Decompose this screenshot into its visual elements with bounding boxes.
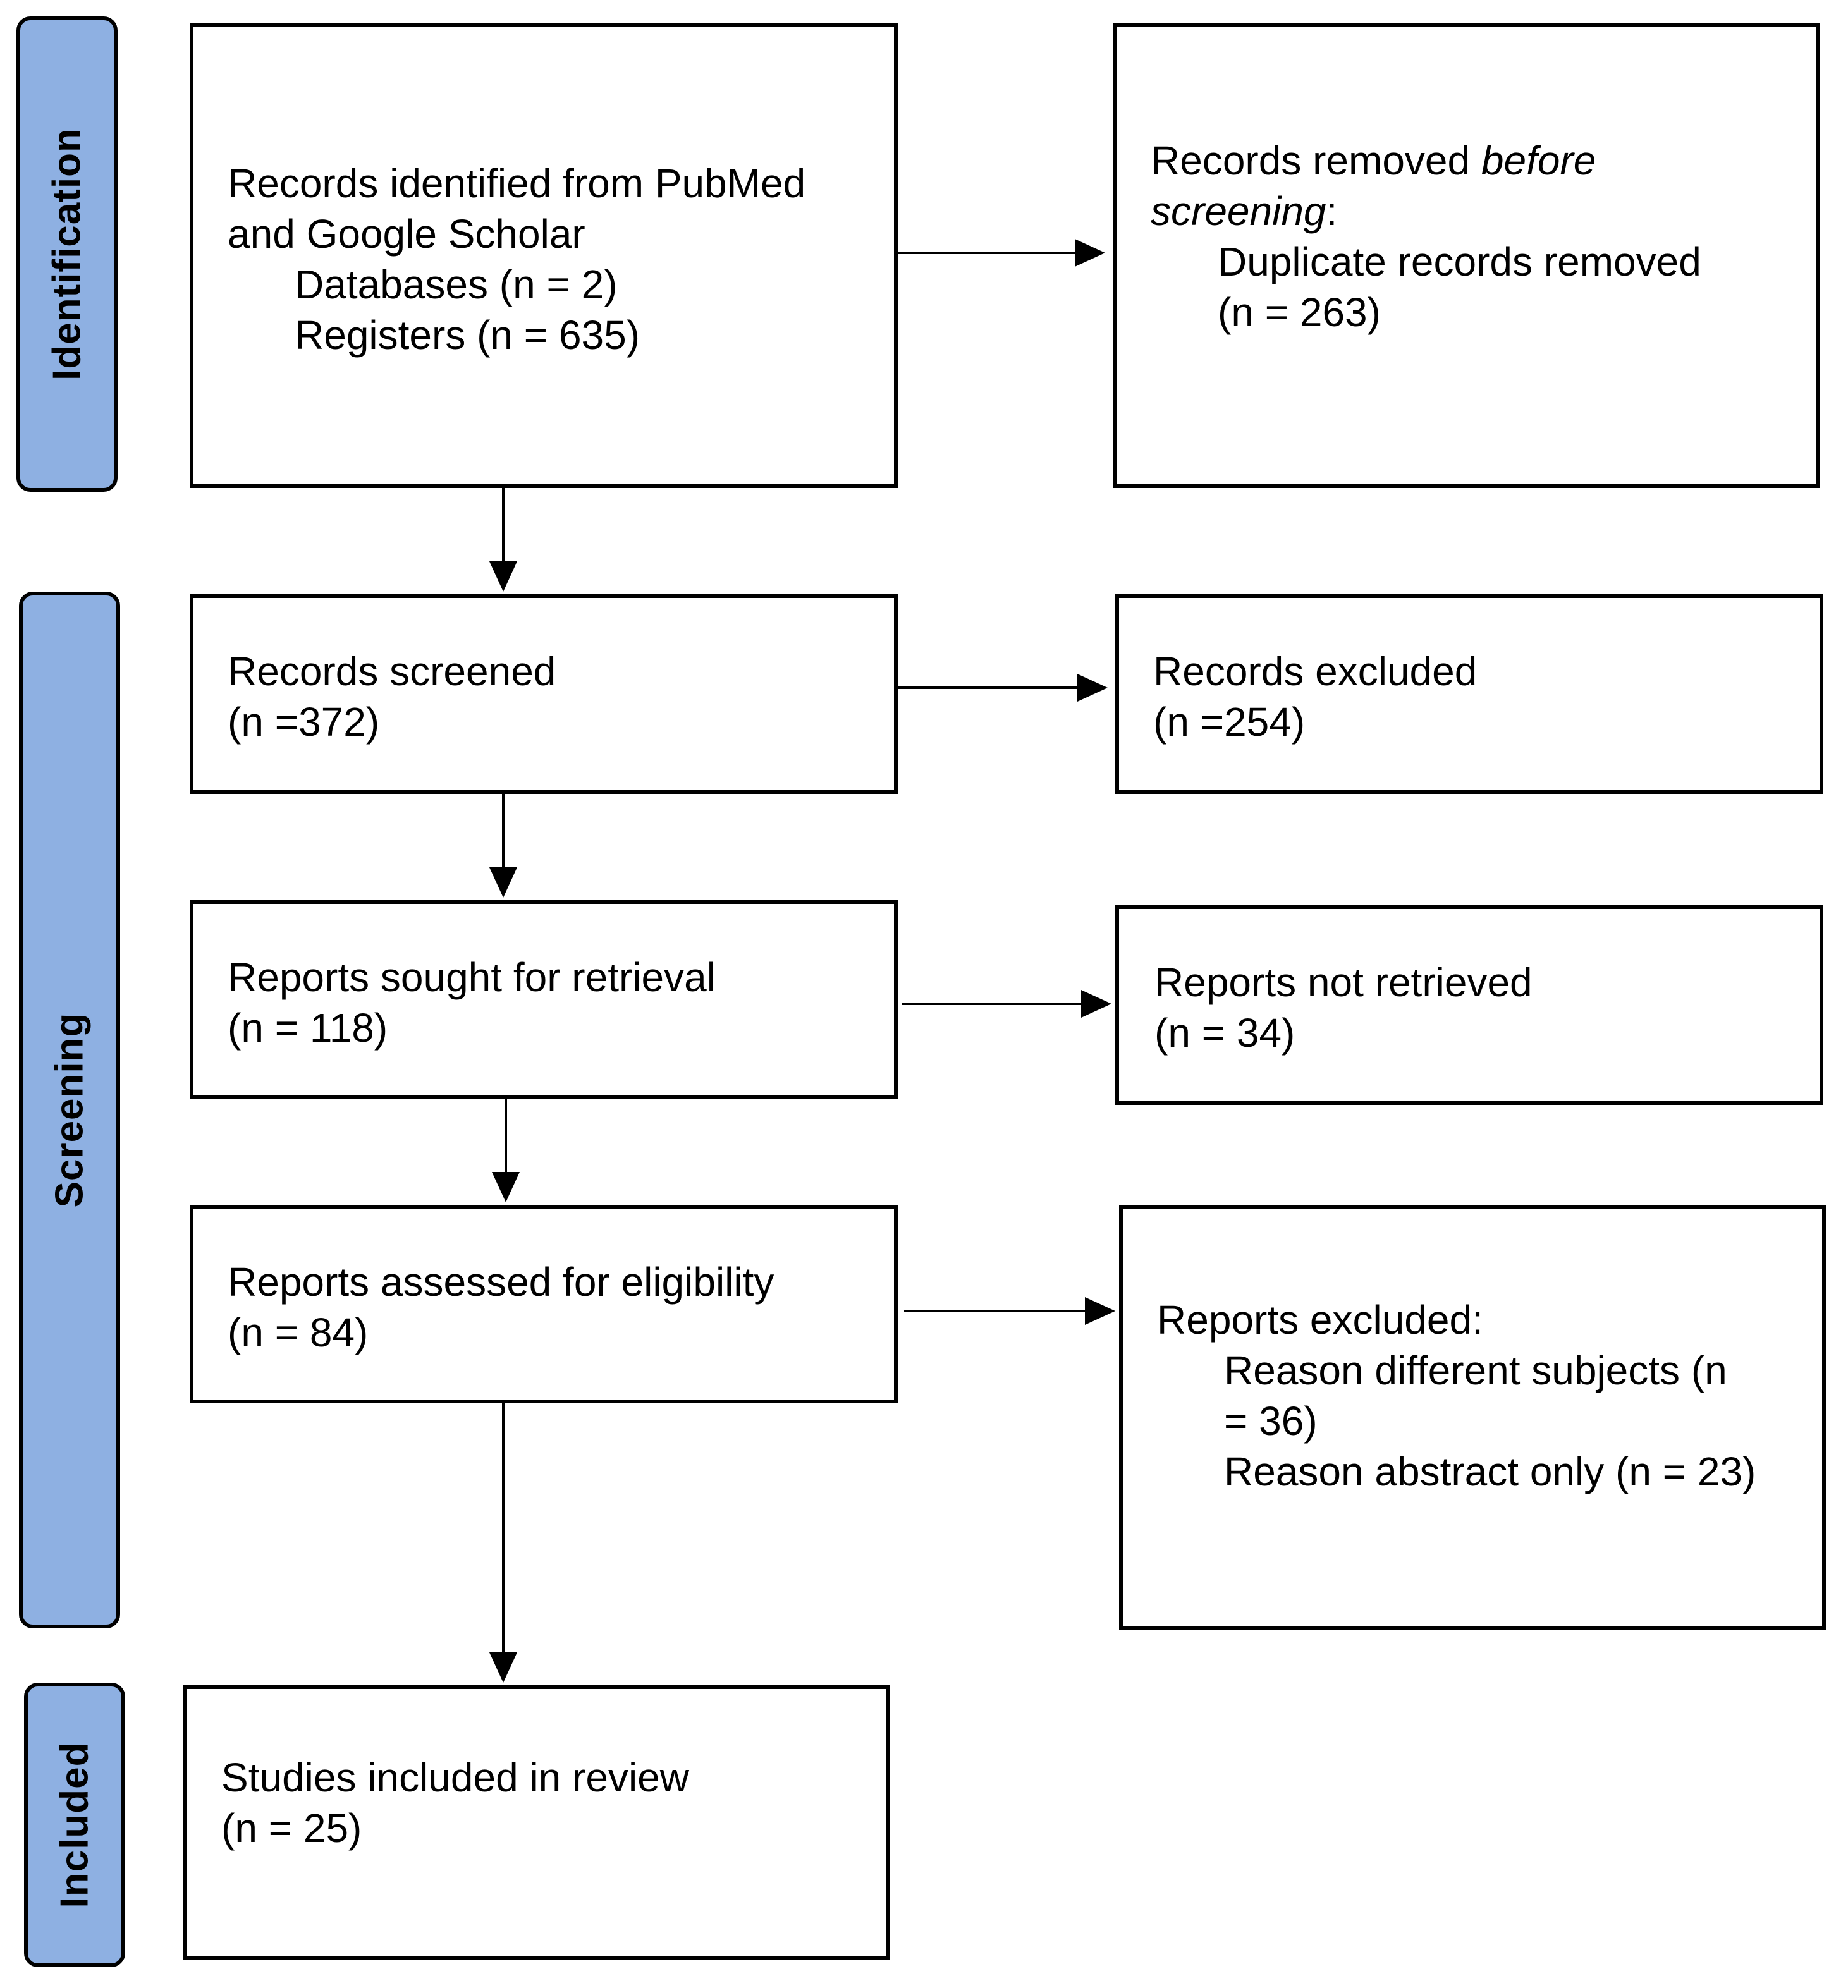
arrowhead-screened bbox=[489, 561, 517, 592]
duplicate-records-label: Duplicate records removed bbox=[1218, 239, 1701, 284]
reason-different-subjects: Reason different subjects (n bbox=[1224, 1348, 1727, 1393]
records-removed-line1: Records removed before bbox=[1151, 138, 1596, 183]
arrowhead-not-retrieved bbox=[1081, 990, 1111, 1018]
duplicate-records-count: (n = 263) bbox=[1218, 290, 1381, 335]
arrowhead-removed bbox=[1075, 239, 1105, 267]
databases-count: Databases (n = 2) bbox=[295, 262, 618, 307]
stage-identification: Identification bbox=[16, 16, 118, 492]
records-excluded-label: Records excluded bbox=[1153, 649, 1478, 694]
reports-assessed-label: Reports assessed for eligibility bbox=[228, 1259, 774, 1305]
reports-sought-box: Reports sought for retrieval (n = 118) bbox=[190, 900, 898, 1099]
studies-included-box: Studies included in review (n = 25) bbox=[183, 1685, 890, 1960]
reports-not-retrieved-box: Reports not retrieved (n = 34) bbox=[1115, 905, 1823, 1105]
arrowhead-included bbox=[489, 1652, 517, 1683]
arrowhead-assessed bbox=[492, 1172, 520, 1202]
reports-not-retrieved-label: Reports not retrieved bbox=[1154, 960, 1533, 1005]
records-excluded-box: Records excluded (n =254) bbox=[1115, 594, 1823, 794]
records-identified-line2: and Google Scholar bbox=[228, 211, 585, 257]
reports-assessed-count: (n = 84) bbox=[228, 1310, 369, 1355]
records-screened-count: (n =372) bbox=[228, 699, 380, 745]
arrowhead-excluded bbox=[1077, 674, 1108, 702]
reports-not-retrieved-count: (n = 34) bbox=[1154, 1010, 1295, 1056]
reports-sought-label: Reports sought for retrieval bbox=[228, 954, 716, 1000]
stage-included: Included bbox=[24, 1683, 125, 1967]
reports-excluded-box: Reports excluded: Reason different subje… bbox=[1119, 1205, 1826, 1630]
records-removed-line2: screening: bbox=[1151, 188, 1338, 234]
reports-sought-count: (n = 118) bbox=[228, 1005, 388, 1051]
records-identified-line1: Records identified from PubMed bbox=[228, 161, 806, 206]
registers-count: Registers (n = 635) bbox=[295, 312, 640, 358]
reason-abstract-only: Reason abstract only (n = 23) bbox=[1224, 1449, 1756, 1494]
reason-different-subjects-count: = 36) bbox=[1224, 1398, 1318, 1444]
records-excluded-count: (n =254) bbox=[1153, 699, 1306, 745]
studies-included-label: Studies included in review bbox=[221, 1755, 689, 1800]
records-removed-box: Records removed before screening: Duplic… bbox=[1113, 23, 1820, 488]
records-screened-label: Records screened bbox=[228, 649, 556, 694]
reports-excluded-label: Reports excluded: bbox=[1157, 1297, 1483, 1343]
records-screened-box: Records screened (n =372) bbox=[190, 594, 898, 794]
studies-included-count: (n = 25) bbox=[221, 1805, 362, 1851]
reports-assessed-box: Reports assessed for eligibility (n = 84… bbox=[190, 1205, 898, 1403]
stage-screening: Screening bbox=[19, 592, 120, 1628]
records-identified-box: Records identified from PubMed and Googl… bbox=[190, 23, 898, 488]
arrowhead-sought bbox=[489, 867, 517, 898]
arrowhead-reports-excluded bbox=[1085, 1297, 1115, 1325]
